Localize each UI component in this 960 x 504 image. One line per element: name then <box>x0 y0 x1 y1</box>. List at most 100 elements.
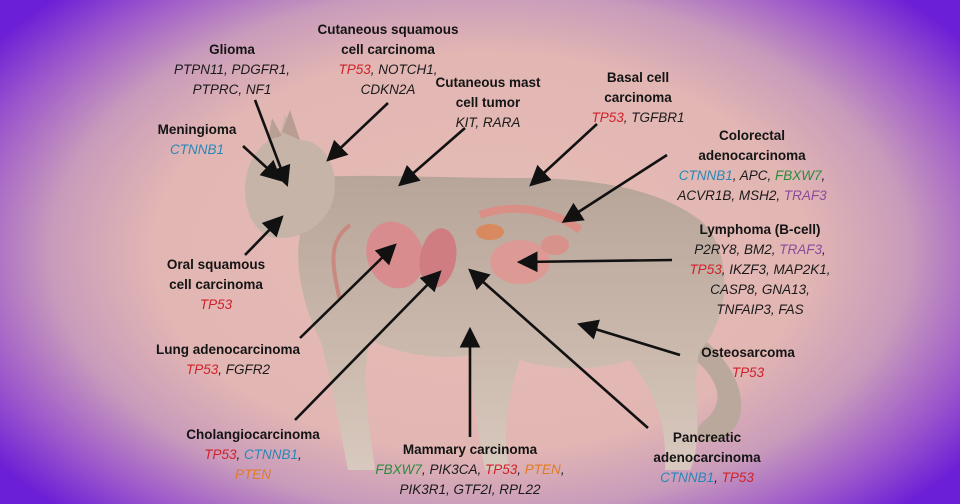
gene-fas: FAS <box>778 302 804 317</box>
label-lymphoma: Lymphoma (B-cell) P2RY8, BM2, TRAF3, TP53,… <box>689 220 830 320</box>
gene-pten: PTEN <box>234 467 271 482</box>
gene-line: PTEN <box>186 465 320 485</box>
cancer-type-title: cell carcinoma <box>341 42 435 57</box>
gene-notch1: NOTCH1 <box>378 62 434 77</box>
gene-kit: KIT <box>455 115 476 130</box>
gene-traf3: TRAF3 <box>779 242 823 257</box>
arrow-cutaneous-squamous <box>326 102 389 162</box>
gene-tnfaip3: TNFAIP3 <box>716 302 771 317</box>
cancer-type-title: adenocarcinoma <box>653 450 761 465</box>
cancer-type-title: carcinoma <box>604 90 672 105</box>
cancer-type-title: Lung adenocarcinoma <box>155 342 301 357</box>
gene-line: TP53, FGFR2 <box>185 362 271 377</box>
gene-tp53: TP53 <box>338 62 371 77</box>
gene-line: TP53, CTNNB1, <box>204 447 302 462</box>
gene-line: P2RY8, BM2, TRAF3, <box>694 242 826 257</box>
gene-pik3ca: PIK3CA <box>429 462 478 477</box>
gene-fbxw7: FBXW7 <box>375 462 422 477</box>
gene-bm2: BM2 <box>743 242 772 257</box>
gene-gna13: GNA13 <box>761 282 807 297</box>
gene-ikzf3: IKZF3 <box>729 262 766 277</box>
arrow-meningioma <box>242 145 282 182</box>
cancer-type-title: Pancreatic <box>672 430 742 445</box>
gene-line: CTNNB1 <box>158 140 237 160</box>
gene-acvr1b: ACVR1B <box>677 188 732 203</box>
cancer-type-title: Cutaneous squamous <box>317 22 459 37</box>
cancer-type-title: Mammary carcinoma <box>402 442 538 457</box>
cancer-type-title: Oral squamous <box>166 257 266 272</box>
gene-line: TP53 <box>167 295 265 315</box>
arrow-colorectal <box>561 153 668 223</box>
gene-line: FBXW7, PIK3CA, TP53, PTEN, <box>375 462 565 477</box>
gene-nf1: NF1 <box>245 82 272 97</box>
gene-traf3: TRAF3 <box>783 188 827 203</box>
gene-tgfbr1: TGFBR1 <box>631 110 685 125</box>
gene-msh2: MSH2 <box>738 188 777 203</box>
gene-cdkn2a: CDKN2A <box>360 82 416 97</box>
cat-body <box>245 110 742 470</box>
gene-rpl22: RPL22 <box>499 482 541 497</box>
gene-pten: PTEN <box>524 462 561 477</box>
cancer-type-title: cell tumor <box>455 95 521 110</box>
cancer-type-title: Glioma <box>209 42 255 57</box>
gene-ctnnb1: CTNNB1 <box>169 142 225 157</box>
arrows <box>242 99 681 437</box>
arrow-lymphoma <box>516 251 673 273</box>
arrow-oral-squamous <box>244 215 284 256</box>
gene-line: TP53 <box>701 363 795 383</box>
cancer-type-title: Meningioma <box>157 122 237 137</box>
cancer-type-title: Cholangiocarcinoma <box>186 427 320 442</box>
gene-line: TP53, IKZF3, MAP2K1, <box>689 262 831 277</box>
gene-apc: APC <box>739 168 768 183</box>
cancer-type-title: adenocarcinoma <box>698 148 806 163</box>
arrow-osteosarcoma <box>577 319 681 357</box>
cancer-type-title: Cutaneous mast <box>435 75 541 90</box>
gene-ctnnb1: CTNNB1 <box>244 447 299 462</box>
cancer-type-title: cell carcinoma <box>169 277 263 292</box>
gene-pik3r1: PIK3R1 <box>399 482 446 497</box>
gene-tp53: TP53 <box>185 362 219 377</box>
cancer-type-title: Lymphoma (B-cell) <box>699 222 821 237</box>
gene-line: CASP8, GNA13, <box>710 282 810 297</box>
gene-tp53: TP53 <box>485 462 518 477</box>
gene-rara: RARA <box>482 115 521 130</box>
gene-line: ACVR1B, MSH2, TRAF3 <box>677 188 827 203</box>
gene-line: CDKN2A <box>317 80 458 100</box>
cancer-type-title: Basal cell <box>606 70 670 85</box>
gene-gtf2i: GTF2I <box>453 482 492 497</box>
gene-line: TP53, TGFBR1 <box>591 110 685 125</box>
arrow-pancreatic <box>468 268 649 429</box>
gene-tp53: TP53 <box>199 297 233 312</box>
gene-line: PIK3R1, GTF2I, RPL22 <box>399 482 541 497</box>
gene-ctnnb1: CTNNB1 <box>678 168 733 183</box>
arrow-cutaneous-mast <box>398 127 466 187</box>
arrow-cholangiocarcinoma <box>294 270 442 421</box>
gene-casp8: CASP8 <box>710 282 755 297</box>
gene-line: TP53, NOTCH1, <box>338 62 438 77</box>
gene-fbxw7: FBXW7 <box>775 168 822 183</box>
gene-tp53: TP53 <box>731 365 765 380</box>
gene-line: CTNNB1, TP53 <box>660 470 754 485</box>
gene-tp53: TP53 <box>689 262 722 277</box>
gene-line: PTPRC, NF1 <box>192 82 272 97</box>
gene-fgfr2: FGFR2 <box>225 362 271 377</box>
cancer-type-title: Osteosarcoma <box>701 345 795 360</box>
gene-line: PTPN11, PDGFR1, <box>173 62 291 77</box>
arrow-lung <box>299 243 397 339</box>
gene-tp53: TP53 <box>591 110 624 125</box>
gene-p2ry8: P2RY8 <box>694 242 737 257</box>
gene-line: TNFAIP3, FAS <box>716 302 804 317</box>
gene-line: KIT, RARA <box>455 115 521 130</box>
